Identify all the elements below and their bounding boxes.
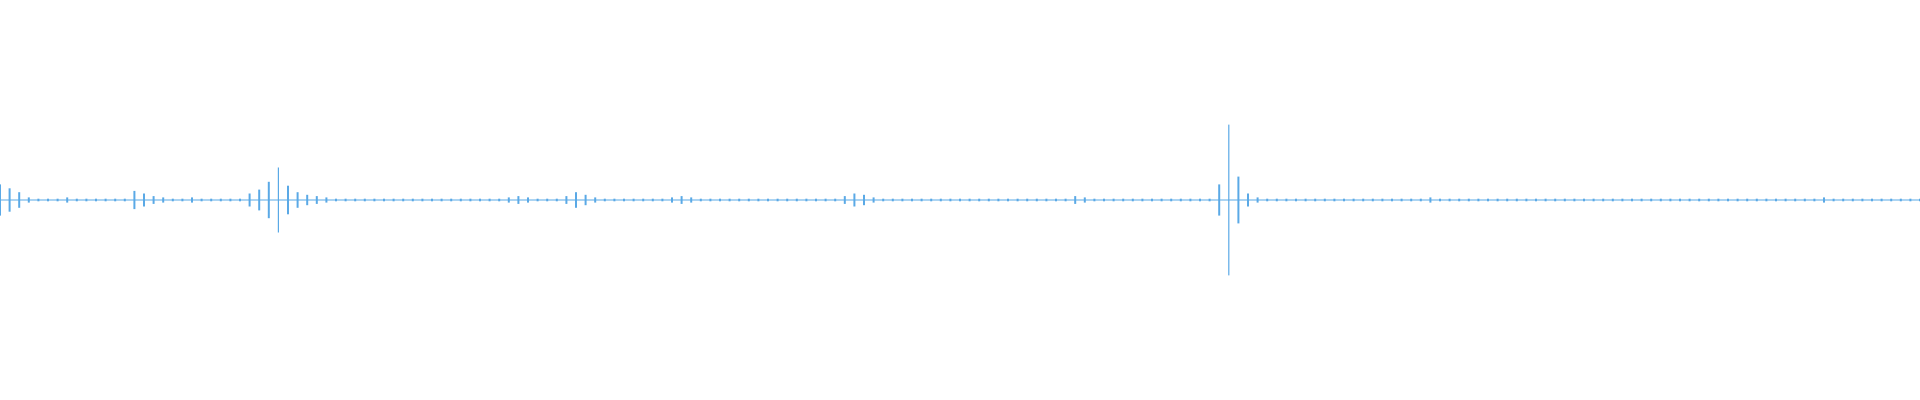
waveform-bars	[0, 124, 1920, 276]
